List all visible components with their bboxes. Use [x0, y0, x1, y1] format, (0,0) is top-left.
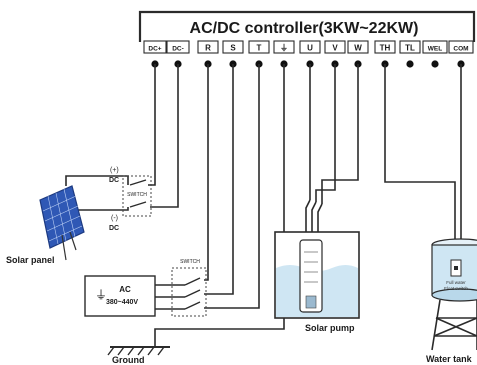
terminal-label: S: [230, 44, 236, 53]
terminal-label: DC+: [148, 46, 161, 53]
dc-pos-label: (+): [110, 167, 119, 174]
terminal-box: [273, 40, 295, 54]
wire-r: [204, 64, 209, 281]
dc-neg-label: (-): [111, 215, 118, 222]
wire-t: [204, 64, 260, 309]
ac-source: ⏚ AC 380~440V: [84, 275, 156, 317]
dc-pos-sub: DC: [109, 177, 119, 184]
ac-voltage: 380~440V: [106, 299, 138, 306]
terminal-label: DC-: [172, 46, 184, 53]
float-label-1: Full water: [446, 280, 466, 285]
wire-dc-plus: [148, 64, 156, 186]
water-tank: Full water Float switch Water tank: [426, 238, 477, 364]
float-label-2: Float switch: [444, 286, 468, 291]
dc-switch-label: SWITCH: [127, 192, 147, 198]
wire-th: [384, 64, 456, 260]
terminal-box: [422, 40, 448, 54]
wire-ground: [154, 64, 285, 347]
terminal-box: [374, 40, 396, 54]
ac-label: AC: [119, 285, 131, 294]
wire-w: [321, 64, 359, 204]
ground-symbol: Ground: [107, 346, 170, 365]
terminal-screw: [406, 60, 414, 68]
wiring: [65, 64, 462, 347]
solar-panel: Solar panel: [6, 185, 85, 265]
solar-panel-label: Solar panel: [6, 255, 55, 265]
terminal-label: V: [332, 44, 338, 53]
wire-dc-minus: [150, 64, 179, 208]
terminal-label: R: [205, 44, 211, 53]
terminal-box: [448, 40, 474, 54]
ac-switch: SWITCH: [171, 259, 207, 317]
terminal-label: U: [307, 44, 313, 53]
controller-box: AC/DC controller(3KW~22KW): [138, 10, 476, 42]
wire-pump-drop-3: [317, 203, 323, 232]
ac-switch-label: SWITCH: [180, 259, 200, 265]
wire-s: [204, 64, 234, 295]
solar-pump-label: Solar pump: [305, 323, 355, 333]
terminal-label: TL: [405, 44, 415, 53]
terminal-box: [166, 40, 190, 54]
terminal-label: T: [257, 44, 262, 53]
wire-v: [315, 64, 336, 202]
terminal-label: W: [354, 44, 362, 53]
wire-pump-drop-1: [305, 199, 311, 232]
controller-title: AC/DC controller(3KW~22KW): [190, 20, 419, 37]
solar-pump: Solar pump: [274, 231, 360, 333]
dc-neg-sub: DC: [109, 225, 119, 232]
wire-pump-drop-2: [311, 201, 317, 232]
wire-panel-neg: [75, 207, 129, 220]
plug-icon: ⏚: [95, 288, 107, 302]
ground-label: Ground: [112, 355, 145, 365]
terminal-box: [399, 40, 421, 54]
terminal-label: TH: [380, 44, 391, 53]
terminal-label: ⏚: [280, 44, 288, 53]
terminal-box: [347, 40, 369, 54]
terminal-box: [324, 40, 346, 54]
terminal-box: [143, 40, 167, 54]
terminal-box: [248, 40, 270, 54]
water-tank-label: Water tank: [426, 354, 473, 364]
terminal-label: WEL: [428, 46, 442, 53]
terminal-box: [222, 40, 244, 54]
terminal-strip: DC+ DC- R S T ⏚ U V W TH TL WEL COM: [143, 40, 474, 68]
terminal-screw: [431, 60, 439, 68]
terminal-box: [197, 40, 219, 54]
terminal-box: [299, 40, 321, 54]
terminal-label: COM: [453, 46, 468, 53]
wire-panel-pos: [65, 175, 129, 186]
dc-switch: SWITCH: [122, 175, 152, 217]
